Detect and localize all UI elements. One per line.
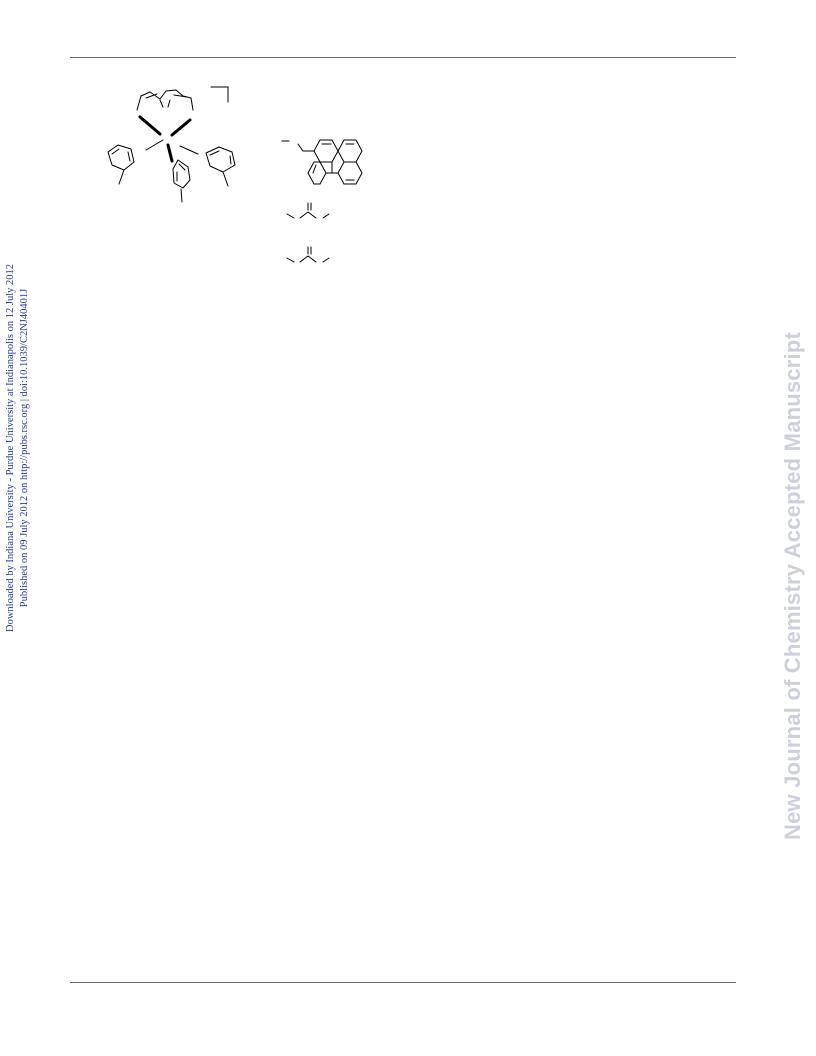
tolyl-methyl-center (180, 188, 183, 203)
tolyl-ring-left-inner (111, 148, 131, 162)
wedge-bond-left (138, 115, 162, 136)
pyrene-ring-a (313, 139, 339, 163)
pyrene-ring-b (337, 139, 363, 163)
tolyl-methyl-left (118, 169, 125, 185)
pyrene-ring-d (337, 161, 363, 185)
tolyl-ring-left (107, 144, 135, 171)
pyrene-inner-bonds (312, 143, 355, 181)
tolyl-ring-center-inner (176, 163, 186, 182)
pyrene-linker (281, 140, 315, 152)
wedge-bond-right (170, 118, 192, 137)
tolyl-ring-right-inner (209, 150, 232, 165)
cod-ring (136, 89, 194, 111)
cod-ring-inner (145, 93, 188, 108)
counterion-bracket (210, 86, 229, 103)
acac-fragment-1 (286, 202, 330, 219)
metal-to-right-aryl-bond (179, 145, 199, 155)
tolyl-ring-right (205, 146, 236, 173)
pyrene-ring-c (307, 161, 327, 185)
acac-fragment-2 (286, 246, 330, 263)
pyrene-structure (281, 139, 363, 263)
header-rule (70, 57, 736, 58)
footer-rule (70, 982, 736, 983)
metal-to-center-aryl-bond (166, 143, 174, 163)
metal-to-left-aryl-bond (145, 139, 164, 151)
tolyl-methyl-right (222, 171, 229, 187)
tolyl-ring-center (172, 159, 191, 189)
iridium-complex-structure (107, 86, 236, 203)
